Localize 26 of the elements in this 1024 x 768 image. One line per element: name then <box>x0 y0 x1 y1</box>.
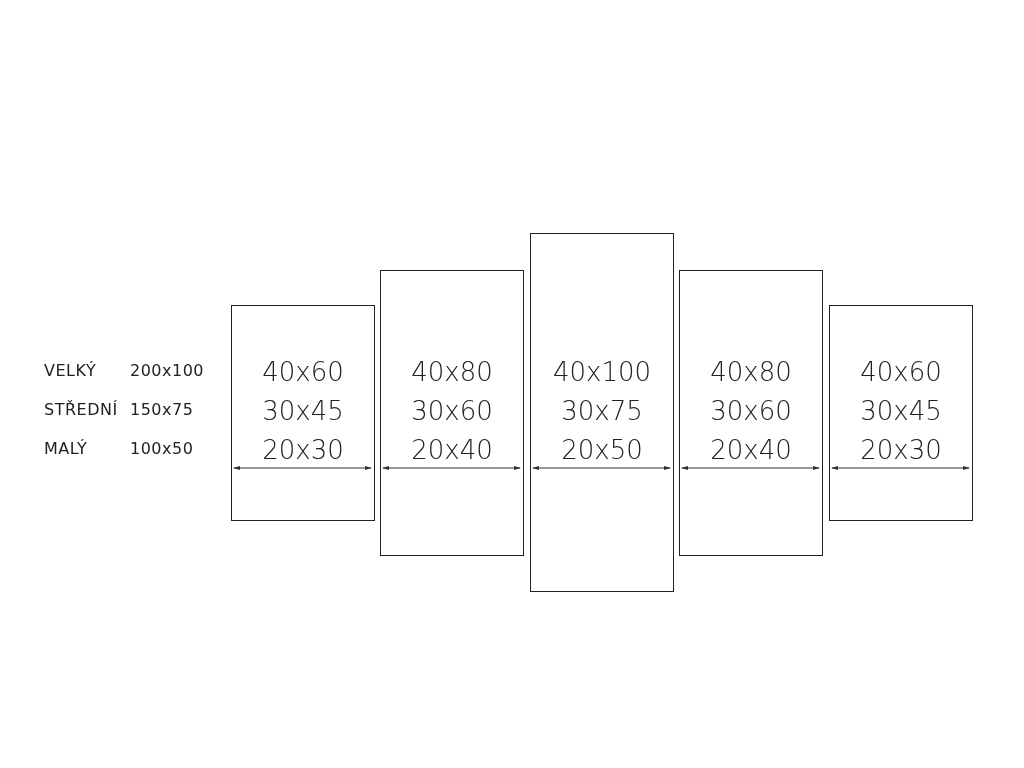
size-label: 100x50 <box>130 438 194 460</box>
size-text: 30x60 <box>709 395 793 427</box>
size-text: 20x30 <box>859 434 943 466</box>
panel-box <box>231 305 375 521</box>
size-text: 20x40 <box>410 434 494 466</box>
panel-box <box>829 305 973 521</box>
size-text: 20x40 <box>709 434 793 466</box>
size-label: STŘEDNÍ <box>44 399 118 421</box>
size-text: 40x60 <box>859 356 943 388</box>
size-text: 40x60 <box>261 356 345 388</box>
size-text: 40x80 <box>709 356 793 388</box>
panel-box <box>380 270 524 556</box>
size-text: 30x45 <box>859 395 943 427</box>
size-text: 30x60 <box>410 395 494 427</box>
panel-box <box>679 270 823 556</box>
size-label: 150x75 <box>130 399 194 421</box>
size-text: 30x45 <box>261 395 345 427</box>
size-text: 40x80 <box>410 356 494 388</box>
size-text: 20x30 <box>261 434 345 466</box>
size-label: MALÝ <box>44 438 88 460</box>
size-text: 20x50 <box>560 434 644 466</box>
size-label: VELKÝ <box>44 360 97 382</box>
size-text: 30x75 <box>560 395 644 427</box>
size-text: 40x100 <box>551 356 653 388</box>
size-label: 200x100 <box>130 360 205 382</box>
panel-box <box>530 233 674 592</box>
